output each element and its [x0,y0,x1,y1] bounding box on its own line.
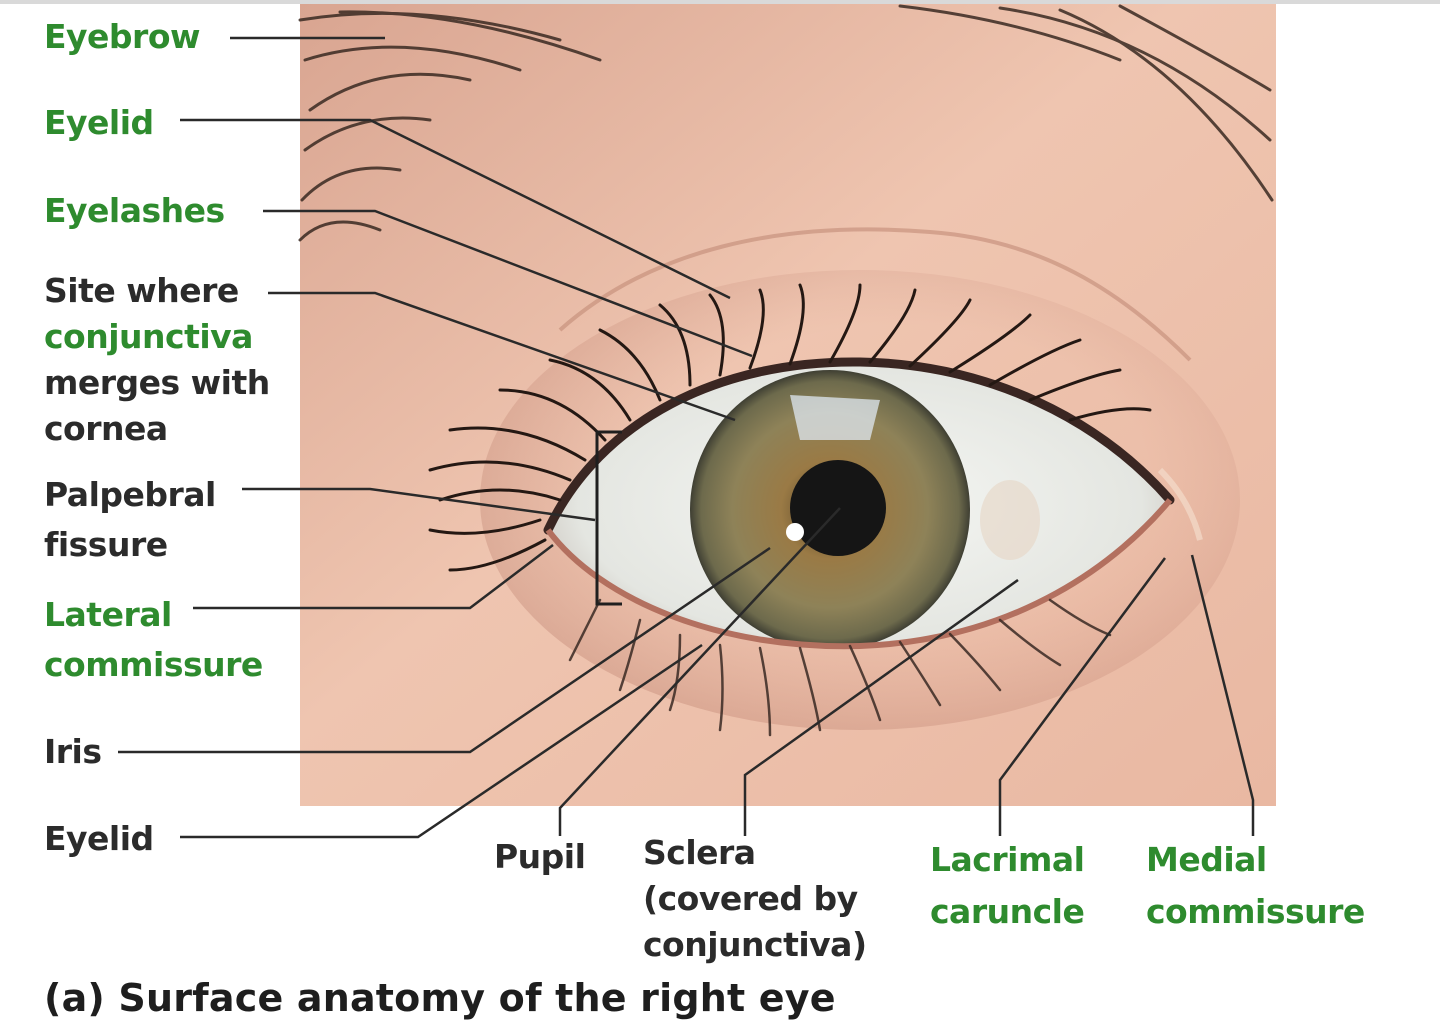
label-eyebrow: Eyebrow [44,17,201,56]
leader-palpebral-fissure [242,487,596,522]
lacrimal-caruncle-line1: Lacrimal [930,840,1085,879]
leader-pupil [558,507,841,836]
label-eyelid-upper: Eyelid [44,103,154,142]
medial-commissure-line1: Medial [1146,840,1267,879]
leader-eyelid-lower [180,643,703,839]
eyeball [548,361,1170,647]
leader-lateral-commissure [193,544,554,610]
medial-commissure-line2: commissure [1146,892,1365,931]
caruncle-region [980,480,1040,560]
label-iris: Iris [44,732,102,771]
label-medial-commissure: Medial commissure [1146,834,1365,938]
leader-lines [118,36,1255,839]
leader-eyelashes [263,209,753,358]
label-pupil: Pupil [494,837,586,876]
figure-caption: (a) Surface anatomy of the right eye [44,976,836,1020]
label-sclera: Sclera (covered by conjunctiva) [643,830,867,968]
window-reflection [790,395,880,440]
medial-highlight [1157,467,1203,541]
label-conjunctiva-site: Site where conjunctiva merges with corne… [44,268,270,452]
palpebral-fissure-line2: fissure [44,525,168,564]
lacrimal-caruncle-line2: caruncle [930,892,1085,931]
lateral-commissure-line1: Lateral [44,595,172,634]
conjunctiva-site-line3: merges with [44,363,270,402]
leader-conjunctiva-site [268,291,736,422]
upper-eyelashes [428,283,1152,572]
pupil-shape [790,460,886,556]
lower-lid-margin [545,498,1173,650]
label-eyelashes: Eyelashes [44,191,225,230]
eyebrow-hair [298,4,1274,242]
lid-crease [558,227,1192,362]
palpebral-fissure-line1: Palpebral [44,475,216,514]
label-lateral-commissure: Lateral commissure [44,590,263,690]
conjunctiva-site-line4: cornea [44,409,168,448]
conjunctiva-site-line2: conjunctiva [44,317,253,356]
leader-sclera [743,578,1019,836]
lateral-commissure-line2: commissure [44,645,263,684]
sclera-line2: (covered by [643,879,858,918]
leader-medial-commissure [1190,554,1255,836]
top-border [0,0,1440,4]
leader-iris [118,546,771,754]
label-eyelid-lower: Eyelid [44,819,154,858]
label-lacrimal-caruncle: Lacrimal caruncle [930,834,1085,938]
sclera-line3: conjunctiva) [643,925,867,964]
conjunctiva-site-line1: Site where [44,271,239,310]
sclera-line1: Sclera [643,833,756,872]
upper-lid-margin [543,357,1175,535]
label-palpebral-fissure: Palpebral fissure [44,470,216,570]
leader-eyelid-upper [180,118,731,300]
leader-lacrimal-caruncle [998,557,1167,836]
palpebral-bracket [595,430,622,606]
lower-eyelashes [568,598,1112,737]
light-reflection [786,523,804,541]
